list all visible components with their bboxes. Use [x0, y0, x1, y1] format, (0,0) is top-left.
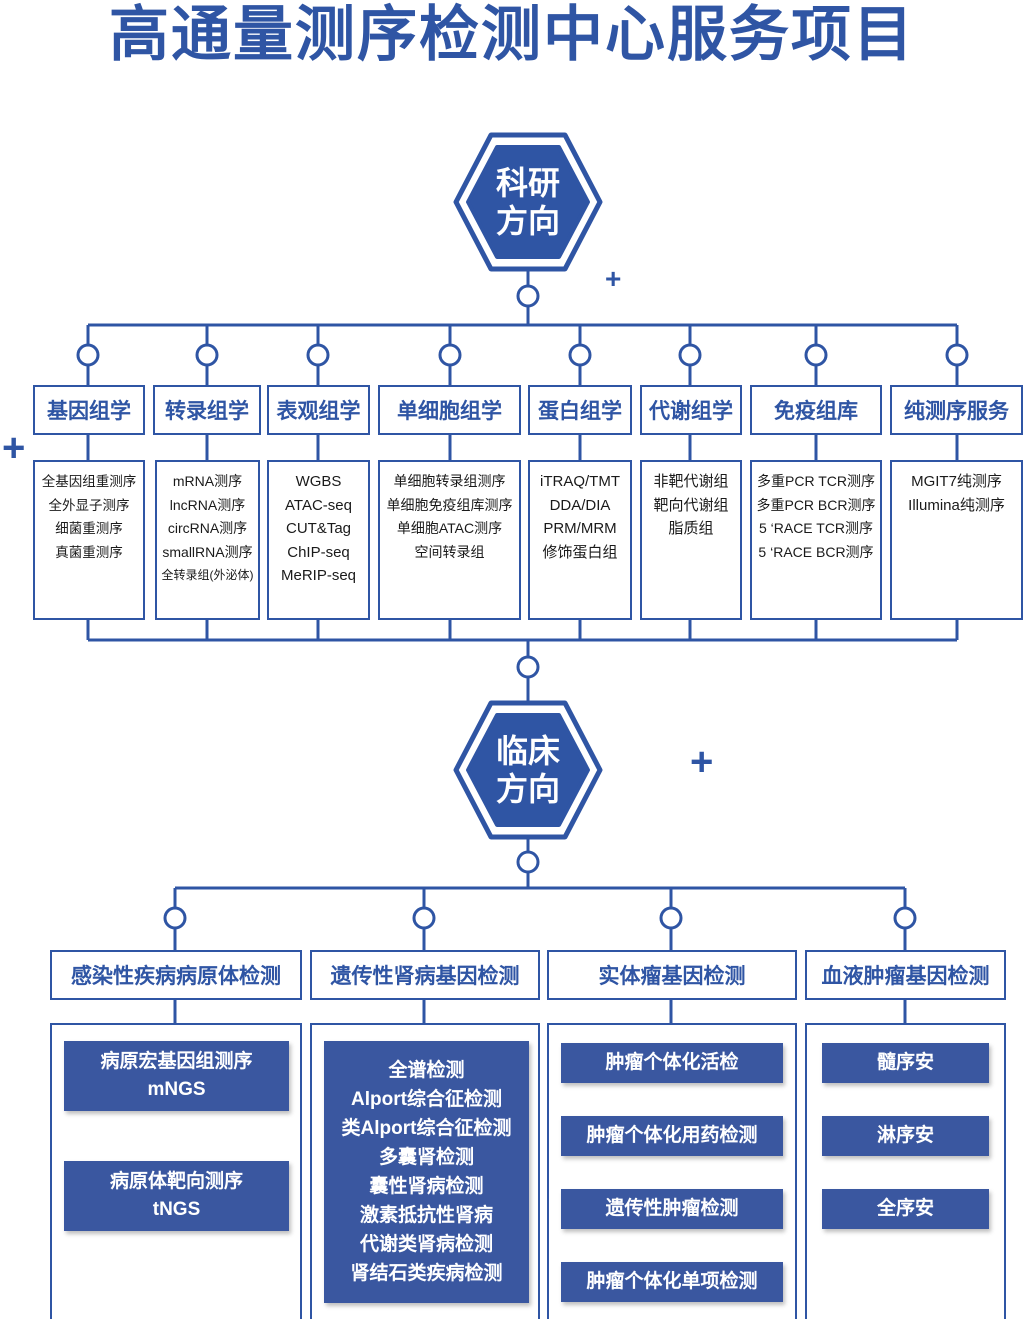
- list-item: MeRIP-seq: [280, 567, 357, 584]
- clinical-hub-line2: 方向: [495, 771, 560, 807]
- research-hub-line2: 方向: [495, 203, 560, 239]
- service-item: 肿瘤个体化用药检测: [561, 1116, 783, 1156]
- page-title: 高通量测序检测中心服务项目: [109, 1, 915, 68]
- service-item-line: 囊性肾病检测: [369, 1176, 484, 1197]
- service-item-line: 类Alport综合征检测: [341, 1118, 512, 1139]
- plus-decoration: +: [690, 740, 714, 784]
- clinical-hub: 临床 方向: [453, 700, 603, 840]
- service-item: 病原体靶向测序 tNGS: [64, 1161, 289, 1231]
- list-item: 多重PCR TCR测序: [757, 473, 875, 489]
- service-item-line2: mNGS: [147, 1079, 206, 1100]
- list-item: 修饰蛋白组: [542, 543, 618, 561]
- list-item: iTRAQ/TMT: [540, 473, 620, 490]
- clinical-category-items: 髓序安 淋序安 全序安: [805, 1023, 1006, 1319]
- service-item-line: 激素抵抗性肾病: [359, 1205, 493, 1226]
- list-item: lncRNA测序: [169, 496, 246, 513]
- list-item: 5 ‘RACE TCR测序: [758, 520, 874, 536]
- list-item: mRNA测序: [172, 473, 243, 489]
- category-items: MGIT7纯测序 Illumina纯测序: [890, 460, 1023, 620]
- plus-decoration: +: [2, 426, 26, 470]
- category-items: WGBS ATAC-seq CUT&Tag ChIP-seq MeRIP-seq: [267, 460, 370, 620]
- hexagon-shape: [453, 132, 603, 272]
- category-header: 蛋白组学: [528, 385, 632, 435]
- list-item: 多重PCR BCR测序: [756, 496, 876, 513]
- category-items: 多重PCR TCR测序 多重PCR BCR测序 5 ‘RACE TCR测序 5 …: [750, 460, 882, 620]
- list-item: MGIT7纯测序: [911, 473, 1002, 490]
- list-item: 全外显子测序: [48, 497, 130, 513]
- list-item: 单细胞ATAC测序: [396, 520, 503, 536]
- list-item: 真菌重测序: [55, 544, 123, 560]
- service-item-line2: tNGS: [152, 1199, 201, 1220]
- plus-decoration: +: [605, 263, 622, 294]
- category-items: 单细胞转录组测序 单细胞免疫组库测序 单细胞ATAC测序 空间转录组: [378, 460, 521, 620]
- clinical-category-header: 实体瘤基因检测: [547, 950, 797, 1000]
- service-item: 全谱检测 Alport综合征检测 类Alport综合征检测 多囊肾检测 囊性肾病…: [324, 1041, 529, 1303]
- list-item: smallRNA测序: [162, 543, 253, 560]
- list-item: 细菌重测序: [55, 521, 123, 536]
- service-item-line: 全谱检测: [388, 1060, 465, 1081]
- category-header: 基因组学: [33, 385, 145, 435]
- service-item-line: 代谢类肾病检测: [359, 1234, 493, 1255]
- service-item: 淋序安: [822, 1116, 989, 1156]
- hexagon-shape: [453, 700, 603, 840]
- category-header: 表观组学: [267, 385, 370, 435]
- service-item: 遗传性肿瘤检测: [561, 1189, 783, 1229]
- category-header: 纯测序服务: [890, 385, 1023, 435]
- category-header: 代谢组学: [640, 385, 742, 435]
- clinical-category-items: 肿瘤个体化活检 肿瘤个体化用药检测 遗传性肿瘤检测 肿瘤个体化单项检测: [547, 1023, 797, 1319]
- list-item: DDA/DIA: [549, 496, 611, 514]
- list-item: circRNA测序: [167, 520, 248, 536]
- list-item: CUT&Tag: [285, 520, 352, 537]
- clinical-category-items: 病原宏基因组测序 mNGS 病原体靶向测序 tNGS: [50, 1023, 302, 1319]
- research-hub-line1: 科研: [495, 165, 560, 201]
- category-items: iTRAQ/TMT DDA/DIA PRM/MRM 修饰蛋白组: [528, 460, 632, 620]
- service-item-line: 多囊肾检测: [378, 1147, 474, 1168]
- clinical-category-items: 全谱检测 Alport综合征检测 类Alport综合征检测 多囊肾检测 囊性肾病…: [310, 1023, 540, 1319]
- service-item: 肿瘤个体化单项检测: [561, 1262, 783, 1302]
- service-item-line1: 病原体靶向测序: [109, 1171, 243, 1192]
- service-item: 病原宏基因组测序 mNGS: [64, 1041, 289, 1111]
- list-item: 全基因组重测序: [41, 474, 137, 489]
- list-item: WGBS: [295, 473, 342, 490]
- service-item-line: Alport综合征检测: [351, 1089, 502, 1110]
- list-item: 单细胞免疫组库测序: [386, 496, 513, 513]
- clinical-hub-line1: 临床: [495, 733, 560, 769]
- category-items: 全基因组重测序 全外显子测序 细菌重测序 真菌重测序: [33, 460, 145, 620]
- list-item: PRM/MRM: [543, 520, 617, 537]
- service-item-line: 肾结石类疾病检测: [350, 1263, 503, 1284]
- list-item: 全转录组(外泌体): [161, 568, 254, 582]
- list-item: 空间转录组: [414, 543, 485, 560]
- clinical-category-header: 感染性疾病病原体检测: [50, 950, 302, 1000]
- service-item: 肿瘤个体化活检: [561, 1043, 783, 1083]
- category-items: 非靶代谢组 靶向代谢组 脂质组: [640, 460, 742, 620]
- research-hub: 科研 方向: [453, 132, 603, 272]
- list-item: ATAC-seq: [285, 496, 352, 514]
- service-item: 全序安: [822, 1189, 989, 1229]
- list-item: 5 ‘RACE BCR测序: [758, 543, 874, 560]
- category-items: mRNA测序 lncRNA测序 circRNA测序 smallRNA测序 全转录…: [155, 460, 260, 620]
- list-item: 非靶代谢组: [653, 473, 729, 490]
- category-header: 转录组学: [153, 385, 261, 435]
- list-item: Illumina纯测序: [908, 496, 1005, 514]
- service-item: 髓序安: [822, 1043, 989, 1083]
- list-item: 脂质组: [668, 520, 714, 537]
- list-item: 单细胞转录组测序: [393, 473, 506, 489]
- category-header: 单细胞组学: [378, 385, 521, 435]
- service-item-line1: 病原宏基因组测序: [100, 1051, 253, 1072]
- list-item: ChIP-seq: [287, 543, 350, 561]
- clinical-category-header: 遗传性肾病基因检测: [310, 950, 540, 1000]
- list-item: 靶向代谢组: [653, 496, 729, 514]
- category-header: 免疫组库: [750, 385, 882, 435]
- clinical-category-header: 血液肿瘤基因检测: [805, 950, 1006, 1000]
